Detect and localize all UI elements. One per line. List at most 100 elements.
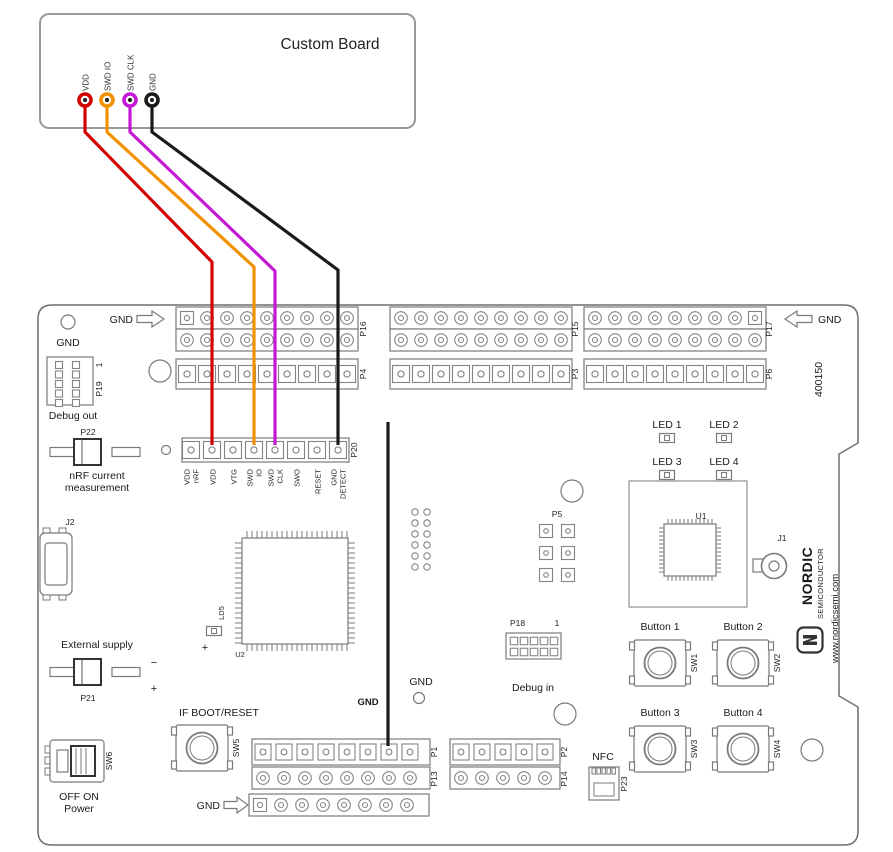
header-p14 xyxy=(449,766,561,790)
gnd-testpoint-top-icon xyxy=(60,314,76,330)
gnd-testpoint-icon xyxy=(412,691,426,705)
custom-pin-swdio xyxy=(99,92,115,108)
usb-connector xyxy=(39,527,73,601)
boot-reset-ref: SW5 xyxy=(231,739,241,758)
button1-ref: SW1 xyxy=(689,654,699,673)
button4 xyxy=(711,725,775,773)
gnd-arrow-bottom-icon xyxy=(223,795,250,815)
header-p13-label: P13 xyxy=(429,771,439,786)
custom-pin-label-swdio: SWD IO xyxy=(104,62,113,91)
debug-in-pin1: 1 xyxy=(555,618,560,628)
debug-out-pin1: 1 xyxy=(94,362,104,367)
brand-website: www.nordicsemi.com xyxy=(830,574,841,664)
custom-board-pins xyxy=(77,92,160,108)
button4-label: Button 4 xyxy=(723,707,762,719)
p20-pin-label: IO xyxy=(255,469,264,477)
p20-pin-label: VDD xyxy=(209,468,218,484)
ld5-icon xyxy=(205,625,223,637)
power-switch-ref: SW6 xyxy=(104,752,114,771)
nfc-connector xyxy=(588,766,620,801)
led4-label: LED 4 xyxy=(709,456,738,468)
custom-pin-label-vdd: VDD xyxy=(82,74,91,91)
interface-mcu-chip xyxy=(235,531,355,651)
wires xyxy=(83,100,390,746)
boot-reset-button xyxy=(170,724,234,772)
button3-ref: SW3 xyxy=(689,740,699,759)
gnd-arrow-bottom-label: GND xyxy=(197,800,221,812)
supply-plus: + xyxy=(151,683,157,695)
button2 xyxy=(711,639,775,687)
header-p17 xyxy=(583,306,767,352)
custom-pin-gnd xyxy=(144,92,160,108)
debug-in-label: Debug in xyxy=(512,682,554,694)
current-measure-line1: nRF current xyxy=(69,470,125,482)
p20-pin-label: GND xyxy=(330,468,339,485)
interface-mcu-ref: U2 xyxy=(235,650,245,659)
button1-label: Button 1 xyxy=(640,621,679,633)
ld5-plus: + xyxy=(202,642,208,654)
header-p20 xyxy=(181,437,350,463)
header-p2-label: P2 xyxy=(559,747,569,758)
led4-icon xyxy=(715,469,733,481)
rf-connector xyxy=(752,552,788,580)
debug-in-ref: P18 xyxy=(510,618,525,628)
p20-pin-label: SWD xyxy=(267,468,276,486)
button3-label: Button 3 xyxy=(640,707,679,719)
gnd-arrow-top-right-icon xyxy=(783,309,813,329)
gnd-arrow-top-left-icon xyxy=(136,309,166,329)
soc-chip xyxy=(628,480,748,608)
p5-ref: P5 xyxy=(552,509,563,519)
gnd-arrow-top-left-label: GND xyxy=(110,314,134,326)
p21-ref: P21 xyxy=(80,693,95,703)
mount-hole-icon xyxy=(560,479,584,503)
led2-label: LED 2 xyxy=(709,419,738,431)
header-p1 xyxy=(251,738,431,766)
header-p6 xyxy=(583,358,767,390)
rf-ref: J1 xyxy=(778,533,787,543)
current-measure-line2: measurement xyxy=(65,482,129,494)
mount-hole-icon xyxy=(800,738,824,762)
ld5-ref: LD5 xyxy=(217,606,226,620)
header-p16-label: P16 xyxy=(358,321,368,336)
led3-icon xyxy=(658,469,676,481)
nfc-label: NFC xyxy=(592,751,614,763)
power-switch-states: OFF ON xyxy=(59,791,99,803)
debug-out-connector xyxy=(46,356,94,408)
wire-swdio xyxy=(105,100,256,445)
header-p13 xyxy=(251,766,431,790)
header-p2 xyxy=(449,738,561,766)
button1 xyxy=(628,639,692,687)
header-p1-label: P1 xyxy=(429,747,439,758)
gnd-top-left-label: GND xyxy=(56,337,80,349)
led2-icon xyxy=(715,432,733,444)
button2-label: Button 2 xyxy=(723,621,762,633)
gnd-silkscreen-bold: GND xyxy=(357,697,378,708)
header-p3 xyxy=(389,358,573,390)
custom-board-title: Custom Board xyxy=(280,36,379,53)
wire-vdd xyxy=(83,100,214,445)
header-p20-label: P20 xyxy=(349,442,359,457)
header-p4-label: P4 xyxy=(358,369,368,380)
soc-ref: U1 xyxy=(696,511,707,521)
gnd-arrow-top-right-label: GND xyxy=(818,314,842,326)
header-p3-label: P3 xyxy=(570,369,580,380)
brand-name: NORDIC xyxy=(799,547,815,605)
custom-pin-label-swdclk: SWD CLK xyxy=(127,54,136,91)
wire-swdclk xyxy=(128,100,277,445)
p20-pin-label: SWD xyxy=(246,468,255,486)
header-p16 xyxy=(175,306,359,352)
brand-division: SEMICONDUCTOR xyxy=(816,548,825,619)
header-p6-label: P6 xyxy=(764,369,774,380)
custom-board: Custom Board VDD SWD IO SWD CLK GND xyxy=(39,13,416,129)
boot-reset-label: IF BOOT/RESET xyxy=(179,707,260,719)
p20-pin-label: RESET xyxy=(314,469,323,494)
button4-ref: SW4 xyxy=(772,740,782,759)
header-p14-label: P14 xyxy=(559,771,569,786)
p22-ref: P22 xyxy=(80,427,95,437)
button2-ref: SW2 xyxy=(772,654,782,673)
p20-pin-label: DETECT xyxy=(339,469,348,499)
debug-in-connector xyxy=(505,632,562,660)
header-p15 xyxy=(389,306,573,352)
